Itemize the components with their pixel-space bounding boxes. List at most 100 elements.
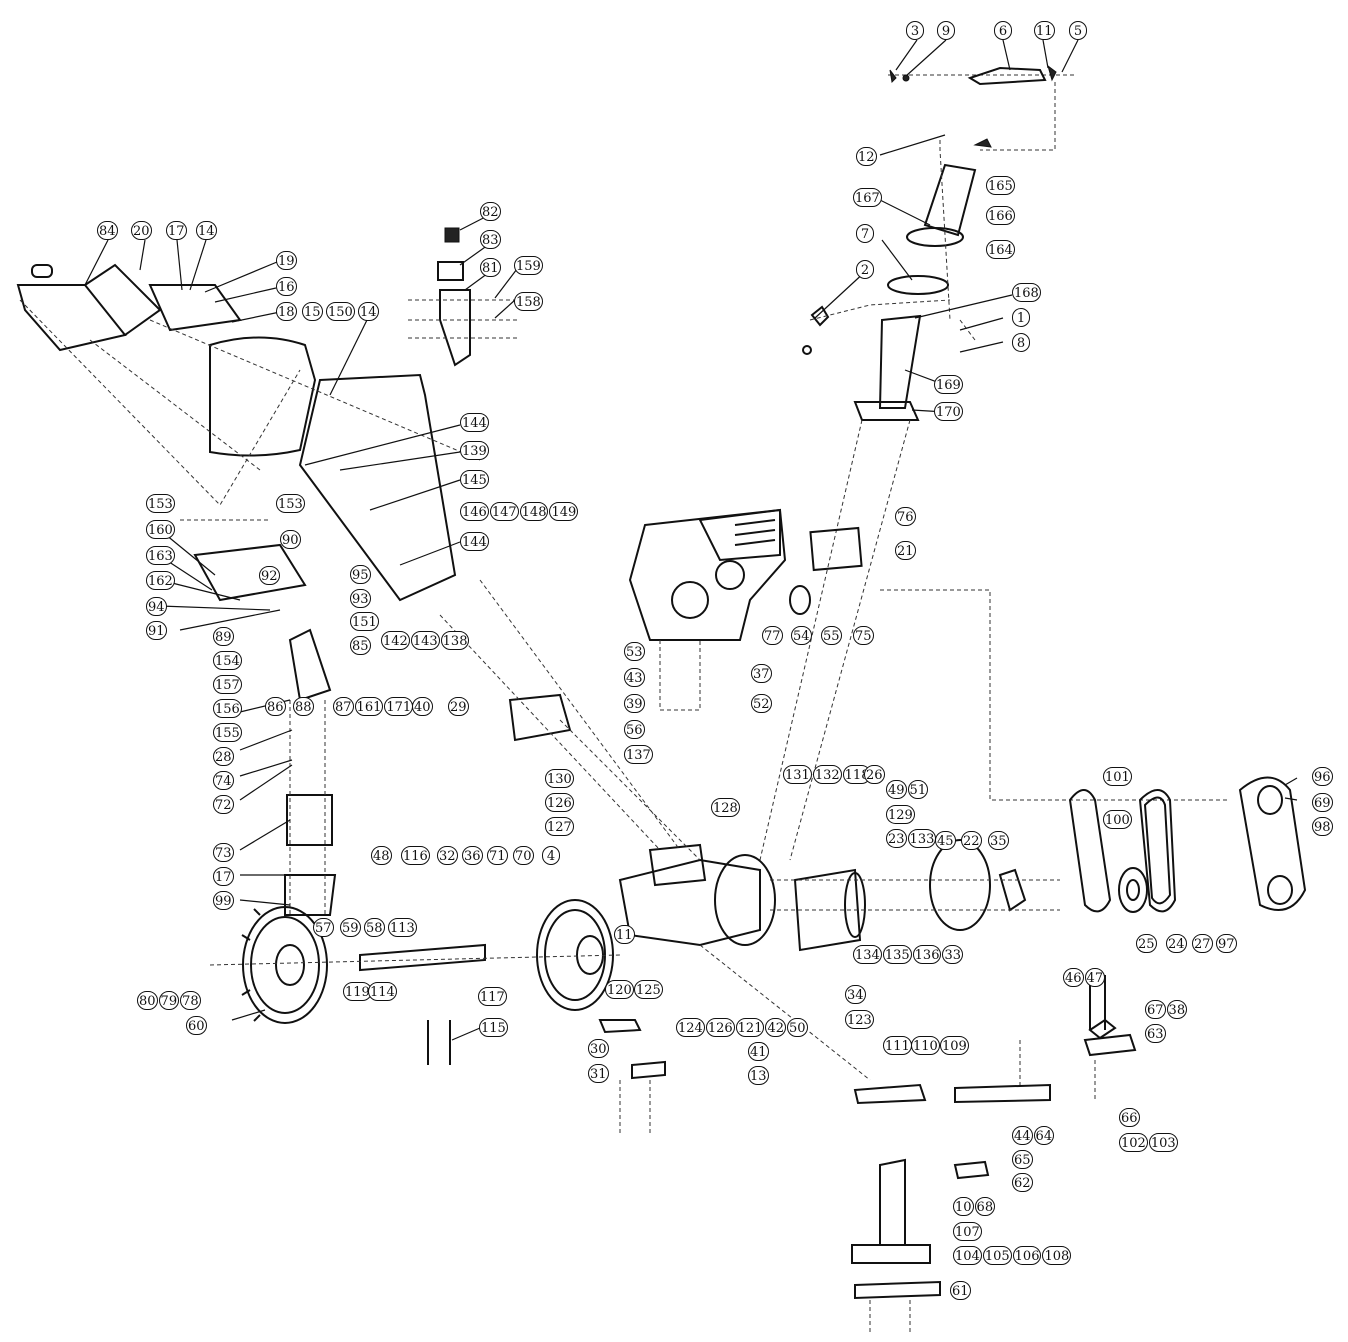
callout-77: 77 — [762, 626, 783, 645]
callout-61: 61 — [950, 1281, 971, 1300]
callout-160: 160 — [146, 520, 175, 539]
callout-66: 66 — [1119, 1108, 1140, 1127]
callout-144b: 144 — [460, 532, 489, 551]
callout-151: 151 — [350, 612, 379, 631]
callout-85: 85 — [350, 636, 371, 655]
callout-54: 54 — [791, 626, 812, 645]
discharge-chute — [802, 134, 1013, 421]
callout-3: 3 — [906, 21, 924, 40]
callout-6: 6 — [994, 21, 1012, 40]
callout-155: 155 — [213, 723, 242, 742]
callout-82: 82 — [480, 202, 501, 221]
callout-31: 31 — [588, 1064, 609, 1083]
callout-170: 170 — [934, 402, 963, 421]
callout-168: 168 — [1012, 283, 1041, 302]
callout-73: 73 — [213, 843, 234, 862]
callout-28: 28 — [213, 747, 234, 766]
frame-and-handle — [159, 519, 337, 916]
callout-165: 165 — [986, 176, 1015, 195]
callout-11: 11 — [1034, 21, 1055, 40]
callout-71: 71 — [487, 846, 508, 865]
callout-48: 48 — [371, 846, 392, 865]
wheels-and-axle — [209, 899, 621, 1065]
callout-26: 26 — [864, 765, 885, 784]
callout-22: 22 — [961, 831, 982, 850]
stand-assembly — [851, 975, 1137, 1335]
callout-37: 37 — [751, 664, 772, 683]
callout-12: 12 — [856, 147, 877, 166]
callout-62: 62 — [1012, 1173, 1033, 1192]
callout-24: 24 — [1166, 934, 1187, 953]
callout-154: 154 — [213, 651, 242, 670]
callout-92: 92 — [259, 566, 280, 585]
callout-40: 40 — [412, 697, 433, 716]
callout-65: 65 — [1012, 1150, 1033, 1169]
callout-114: 114 — [368, 982, 397, 1001]
callout-20: 20 — [131, 221, 152, 240]
callout-35: 35 — [988, 831, 1009, 850]
callout-59: 59 — [340, 918, 361, 937]
callout-139: 139 — [460, 441, 489, 460]
callout-21: 21 — [895, 541, 916, 560]
callout-126: 126 — [545, 793, 574, 812]
callout-115: 115 — [479, 1018, 508, 1037]
callout-70: 70 — [513, 846, 534, 865]
callout-14: 14 — [196, 221, 217, 240]
callout-123: 123 — [845, 1010, 874, 1029]
callout-18: 18 — [276, 302, 297, 321]
callout-19: 19 — [276, 251, 297, 270]
callout-7: 7 — [856, 224, 874, 243]
callout-72: 72 — [213, 795, 234, 814]
callout-144: 144 — [460, 413, 489, 432]
callout-109: 109 — [940, 1036, 969, 1055]
callout-125: 125 — [634, 980, 663, 999]
callout-84: 84 — [97, 221, 118, 240]
callout-57: 57 — [313, 918, 334, 937]
callout-128: 128 — [711, 798, 740, 817]
callout-4: 4 — [542, 846, 560, 865]
callout-25: 25 — [1136, 934, 1157, 953]
callout-5: 5 — [1069, 21, 1087, 40]
callout-116: 116 — [401, 846, 430, 865]
callout-162: 162 — [146, 571, 175, 590]
callout-41: 41 — [748, 1042, 769, 1061]
engine — [628, 508, 863, 711]
callout-32: 32 — [437, 846, 458, 865]
callout-101: 101 — [1103, 767, 1132, 786]
callout-9: 9 — [937, 21, 955, 40]
callout-56: 56 — [624, 720, 645, 739]
discharge-deflector-assembly — [888, 39, 1079, 151]
callout-45: 45 — [935, 831, 956, 850]
callout-53: 53 — [624, 642, 645, 661]
callout-8: 8 — [1012, 333, 1030, 352]
callout-14b: 14 — [358, 302, 379, 321]
callout-2: 2 — [856, 260, 874, 279]
callout-29: 29 — [448, 697, 469, 716]
callout-130: 130 — [545, 769, 574, 788]
hopper-assembly — [16, 211, 521, 602]
callout-15: 15 — [302, 302, 323, 321]
callout-36: 36 — [462, 846, 483, 865]
callout-157: 157 — [213, 675, 242, 694]
callout-88: 88 — [293, 697, 314, 716]
callout-60: 60 — [186, 1016, 207, 1035]
callout-97: 97 — [1216, 934, 1237, 953]
callout-16: 16 — [276, 277, 297, 296]
callout-69: 69 — [1312, 793, 1333, 812]
callout-95: 95 — [350, 565, 371, 584]
callout-113: 113 — [388, 918, 417, 937]
callout-1: 1 — [1012, 308, 1030, 327]
callout-153b: 153 — [276, 494, 305, 513]
callout-43: 43 — [624, 668, 645, 687]
callout-11b: 11 — [614, 925, 635, 944]
callout-153a: 153 — [146, 494, 175, 513]
